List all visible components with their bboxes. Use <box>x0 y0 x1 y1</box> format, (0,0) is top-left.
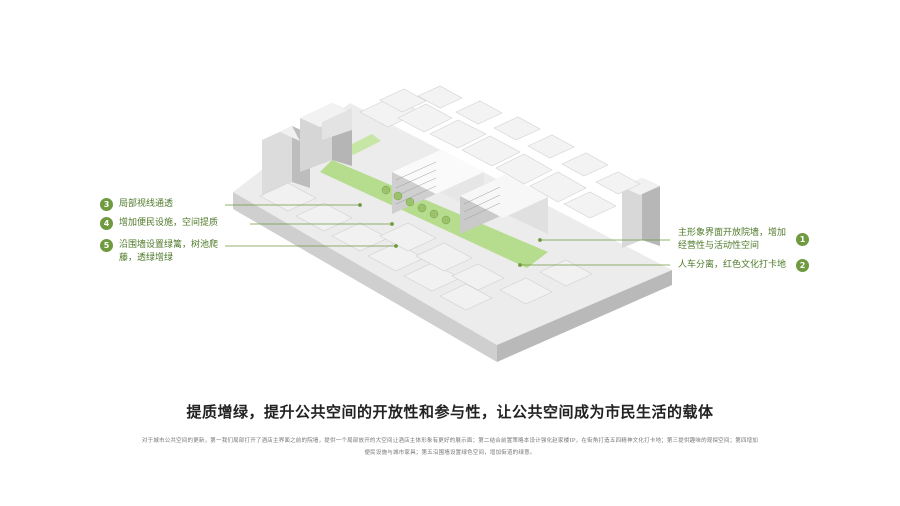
body-paragraph: 对于城市公共空间的更新，第一我们局部打开了酒店主界面之前的院墙，提供一个局部放开… <box>141 438 759 456</box>
callout-3-number: 3 <box>100 198 113 211</box>
callout-2-number: 2 <box>796 259 809 272</box>
callout-5-text: 沿围墙设置绿篱，树池爬 藤，透绿增绿 <box>119 240 219 263</box>
callout-4-text: 增加便民设施，空间提质 <box>119 218 219 228</box>
base-right-side <box>497 270 672 362</box>
callout-1: 主形象界面开放院墙，增加 经营性与活动性空间 1 <box>678 227 809 253</box>
hotel-building <box>392 150 548 234</box>
leader-lines <box>225 203 670 267</box>
callout-2-text: 人车分离，红色文化打卡地 <box>678 260 787 270</box>
left-towers <box>262 103 352 196</box>
right-tower <box>622 178 660 248</box>
base-left-side <box>233 192 497 362</box>
callout-5: 5 沿围墙设置绿篱，树池爬 藤，透绿增绿 <box>100 239 218 265</box>
back-blocks <box>359 85 641 219</box>
callout-3-text: 局部视线通透 <box>119 199 174 209</box>
headline: 提质增绿，提升公共空间的开放性和参与性，让公共空间成为市民生活的载体 <box>186 403 714 421</box>
front-blocks <box>259 182 593 311</box>
callout-2: 人车分离，红色文化打卡地 2 <box>678 259 809 272</box>
green-street-branch <box>344 134 381 155</box>
callout-4-number: 4 <box>100 217 113 230</box>
callout-1-text: 主形象界面开放院墙，增加 经营性与活动性空间 <box>678 228 787 251</box>
street-trees <box>381 185 451 225</box>
callout-1-number: 1 <box>796 233 809 246</box>
callout-3: 3 局部视线通透 <box>100 198 173 211</box>
callout-5-number: 5 <box>100 239 113 252</box>
callout-4: 4 增加便民设施，空间提质 <box>100 217 218 230</box>
